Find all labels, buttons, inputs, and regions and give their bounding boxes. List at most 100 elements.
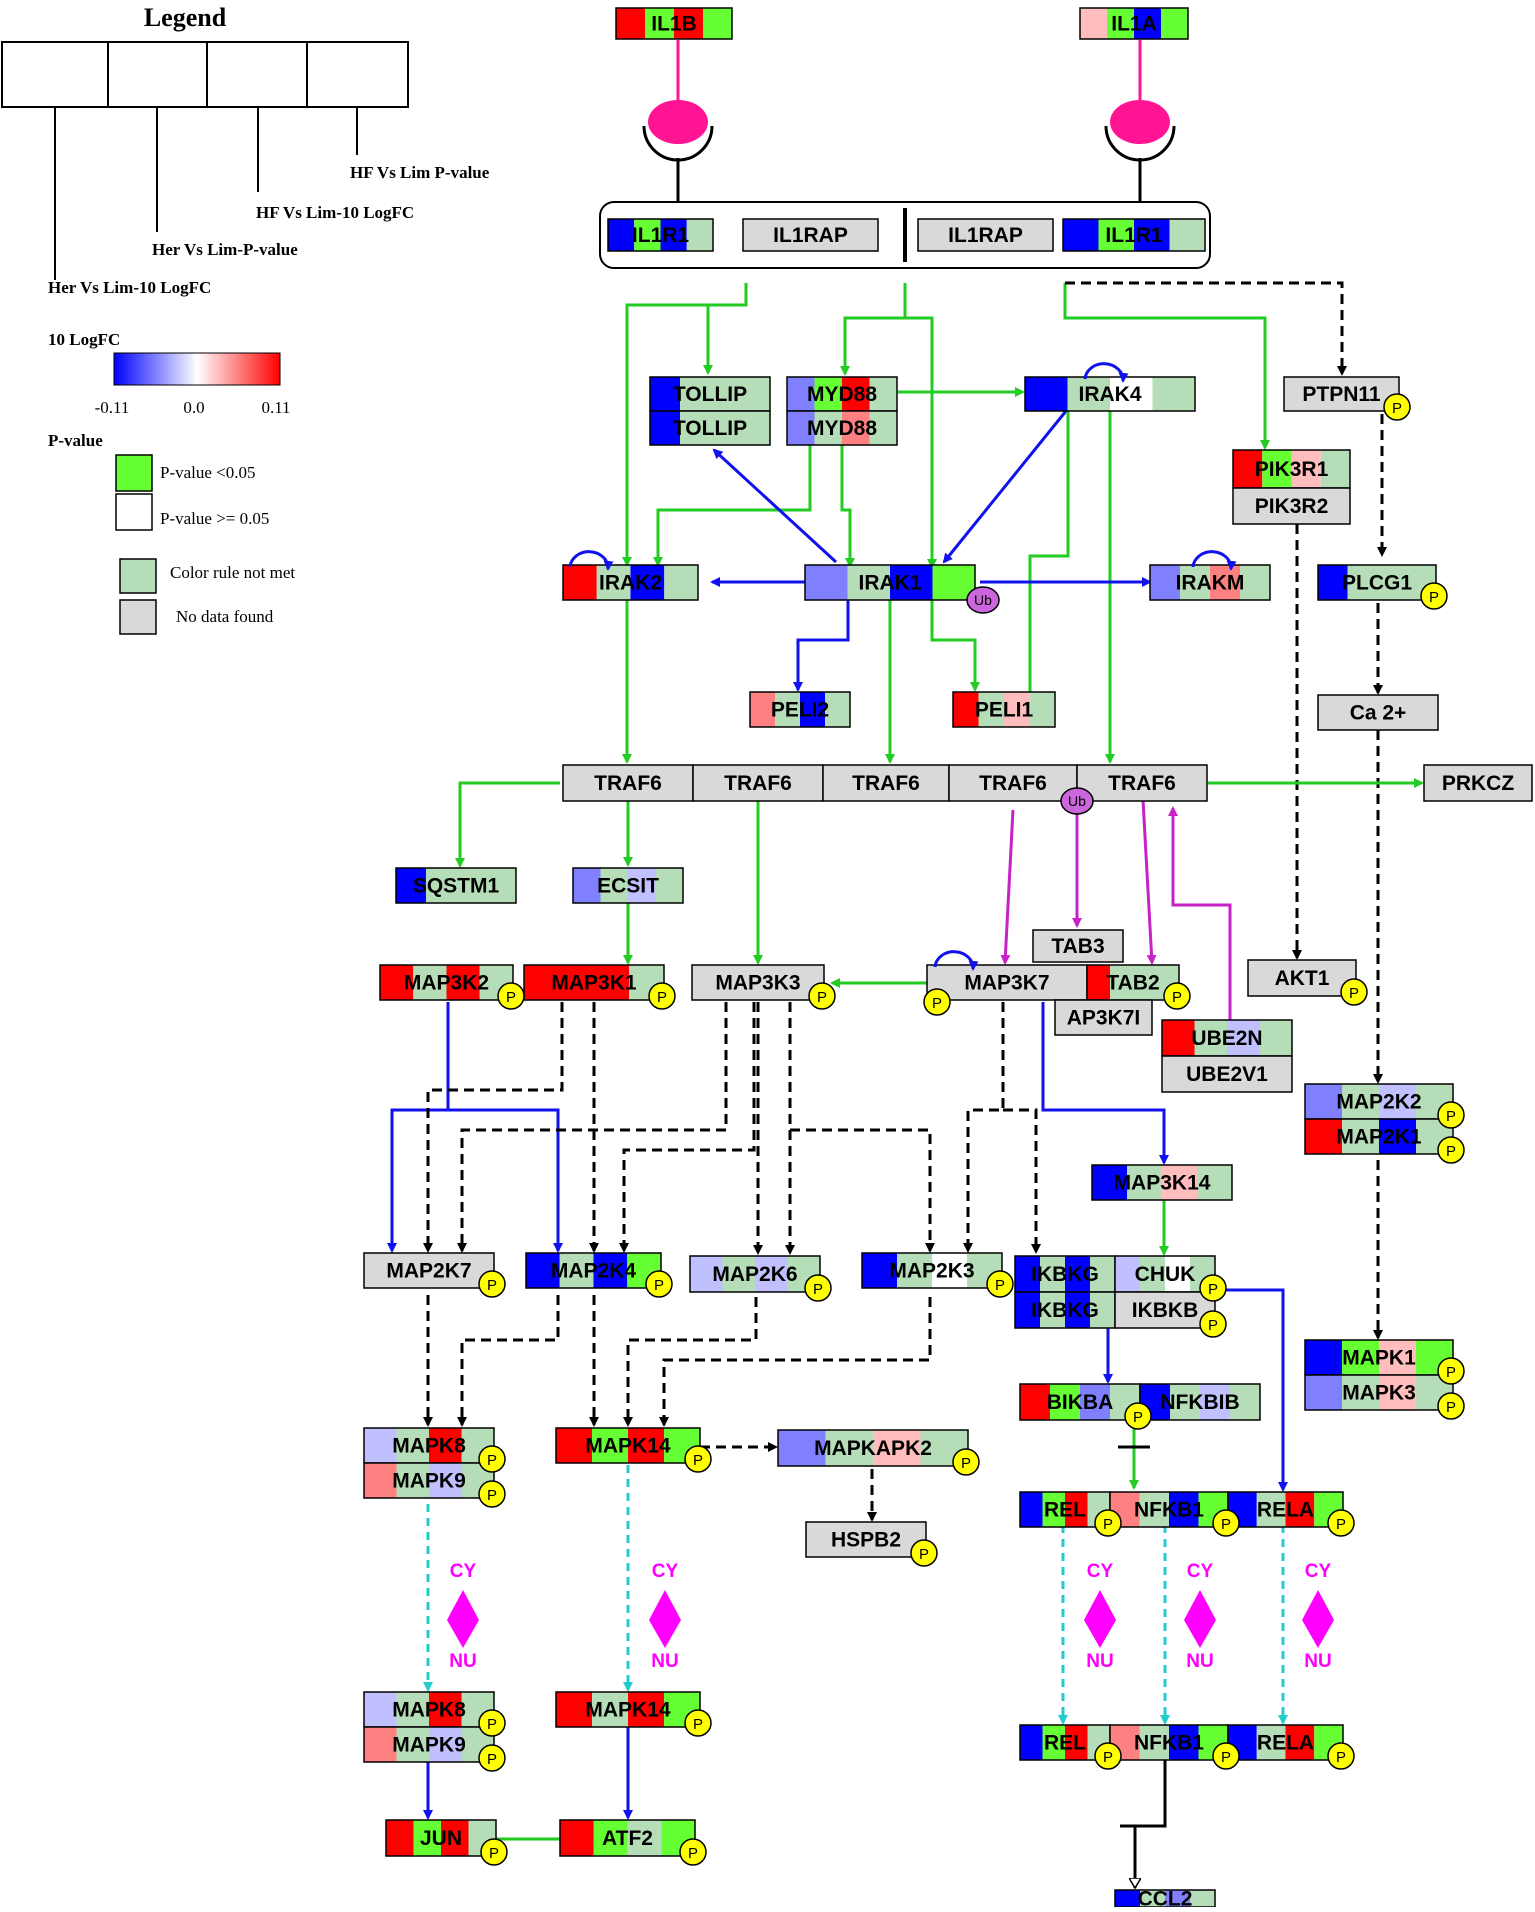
phospho-marker: P [478,1480,506,1508]
phospho-circle [1163,982,1191,1010]
gene-node-sqstm1: SQSTM1 [395,867,517,904]
expression-tile [364,1727,397,1762]
expression-tile [386,1820,414,1856]
expression-tile [847,565,890,600]
phospho-marker: P [1094,1742,1122,1770]
expression-tile [1015,1256,1040,1292]
phospho-circle [1420,582,1448,610]
node-border [1054,999,1153,1036]
node-border [952,691,1056,728]
phospho-marker: P [1420,582,1448,610]
node-border [1423,764,1533,802]
gene-node-irak1: IRAK1 [804,564,976,601]
expression-tile [1379,1119,1416,1154]
phospho-marker: P [923,988,951,1016]
expression-tile [429,1692,462,1727]
gene-label: MAP2K3 [889,1260,974,1283]
no-data-fill [1233,488,1350,524]
expression-tile [1152,377,1195,411]
expression-tile [703,8,732,39]
gene-label: TOLLIP [673,383,747,406]
phospho-circle [1383,393,1411,421]
gene-node-traf6-1: TRAF6 [562,764,694,802]
expression-tile [814,377,842,411]
phospho-circle [1199,1274,1227,1302]
expression-tile [740,377,770,411]
node-border [1079,7,1189,40]
expression-tile [1377,565,1407,600]
no-data-fill [1033,930,1123,962]
expression-tile [932,1253,967,1288]
gene-label: BIKBA [1047,1391,1114,1414]
phospho-label: P [487,1452,497,1469]
gene-label: MAP2K6 [712,1263,797,1286]
gene-node-ca2: Ca 2+ [1317,694,1439,731]
phospho-marker: P [952,1448,980,1476]
expression-tile [1162,1165,1197,1200]
expression-tile [634,219,661,251]
phospho-label: P [1446,1399,1456,1416]
gene-label: MAP3K3 [715,972,800,995]
node-border [385,1819,497,1857]
edge-receptor-irak1 [905,316,937,569]
phospho-label: P [1429,589,1439,606]
gene-label: MAPK9 [392,1734,466,1757]
expression-tile [1050,1384,1080,1420]
phospho-label: P [1349,985,1359,1002]
expression-tile [1379,1084,1416,1119]
expression-tile [664,565,698,600]
expression-tile [1133,965,1156,1000]
gene-label: MAP2K4 [551,1260,637,1283]
phospho-marker: P [1094,1509,1122,1537]
gene-label: REL [1044,1499,1086,1522]
expression-tile [1029,692,1055,727]
gene-label: UBE2N [1191,1027,1262,1050]
gene-node-il1b: IL1B [615,7,733,40]
color-rule-swatch [119,558,157,594]
expression-tile [862,1253,897,1288]
gene-node-map3k1: MAP3K1 [523,964,665,1001]
gene-node-map3k2: MAP3K2 [379,964,514,1001]
expression-tile [1342,1119,1379,1154]
node-border [689,1255,821,1293]
expression-tile [1227,1020,1260,1056]
phospho-circle [1327,1509,1355,1537]
no-data-fill [1162,1056,1292,1092]
expression-tile [1230,1384,1260,1420]
gene-label: MAPK9 [392,1470,466,1493]
expression-tile [413,1820,441,1856]
translocation-diamond [1302,1590,1334,1648]
gene-label: IRAK1 [858,572,921,595]
expression-tile [1256,1492,1286,1527]
cytoplasm-label: CY [1305,1561,1332,1582]
edge-ube2n-traf6 [1168,806,1232,1022]
gene-label: IKBKB [1132,1299,1199,1322]
expression-tile [873,1430,921,1466]
expression-tile [1087,965,1110,1000]
expression-tile [1305,1084,1342,1119]
expression-tile [429,1727,462,1762]
gene-node-ikbkb: IKBKB [1114,1291,1216,1329]
gene-label: TOLLIP [673,417,747,440]
gene-node-map3k7: MAP3K7 [926,964,1088,1001]
no-data-fill [1318,695,1438,730]
phospho-marker: P [679,1838,707,1866]
gene-label: MYD88 [807,417,877,440]
expression-tile [1065,1725,1088,1760]
gene-label: PLCG1 [1342,572,1412,595]
pvalue-nonsig-swatch [115,493,153,531]
gene-label: MAPK8 [392,1435,466,1458]
gene-node-mapk14-cy: MAPK14 [555,1427,701,1464]
nucleus-label: NU [449,1651,476,1672]
expression-tile [1015,1292,1040,1328]
gene-node-atf2: ATF2 [559,1819,696,1857]
phospho-marker: P [1437,1357,1465,1385]
gene-label: PRKCZ [1442,772,1515,795]
edge-receptor-irak2 [622,283,748,567]
gene-node-map2k2: MAP2K2 [1304,1083,1454,1120]
gene-node-il1r1-left: IL1R1 [607,218,714,252]
phospho-circle [1437,1392,1465,1420]
phospho-label: P [817,989,827,1006]
